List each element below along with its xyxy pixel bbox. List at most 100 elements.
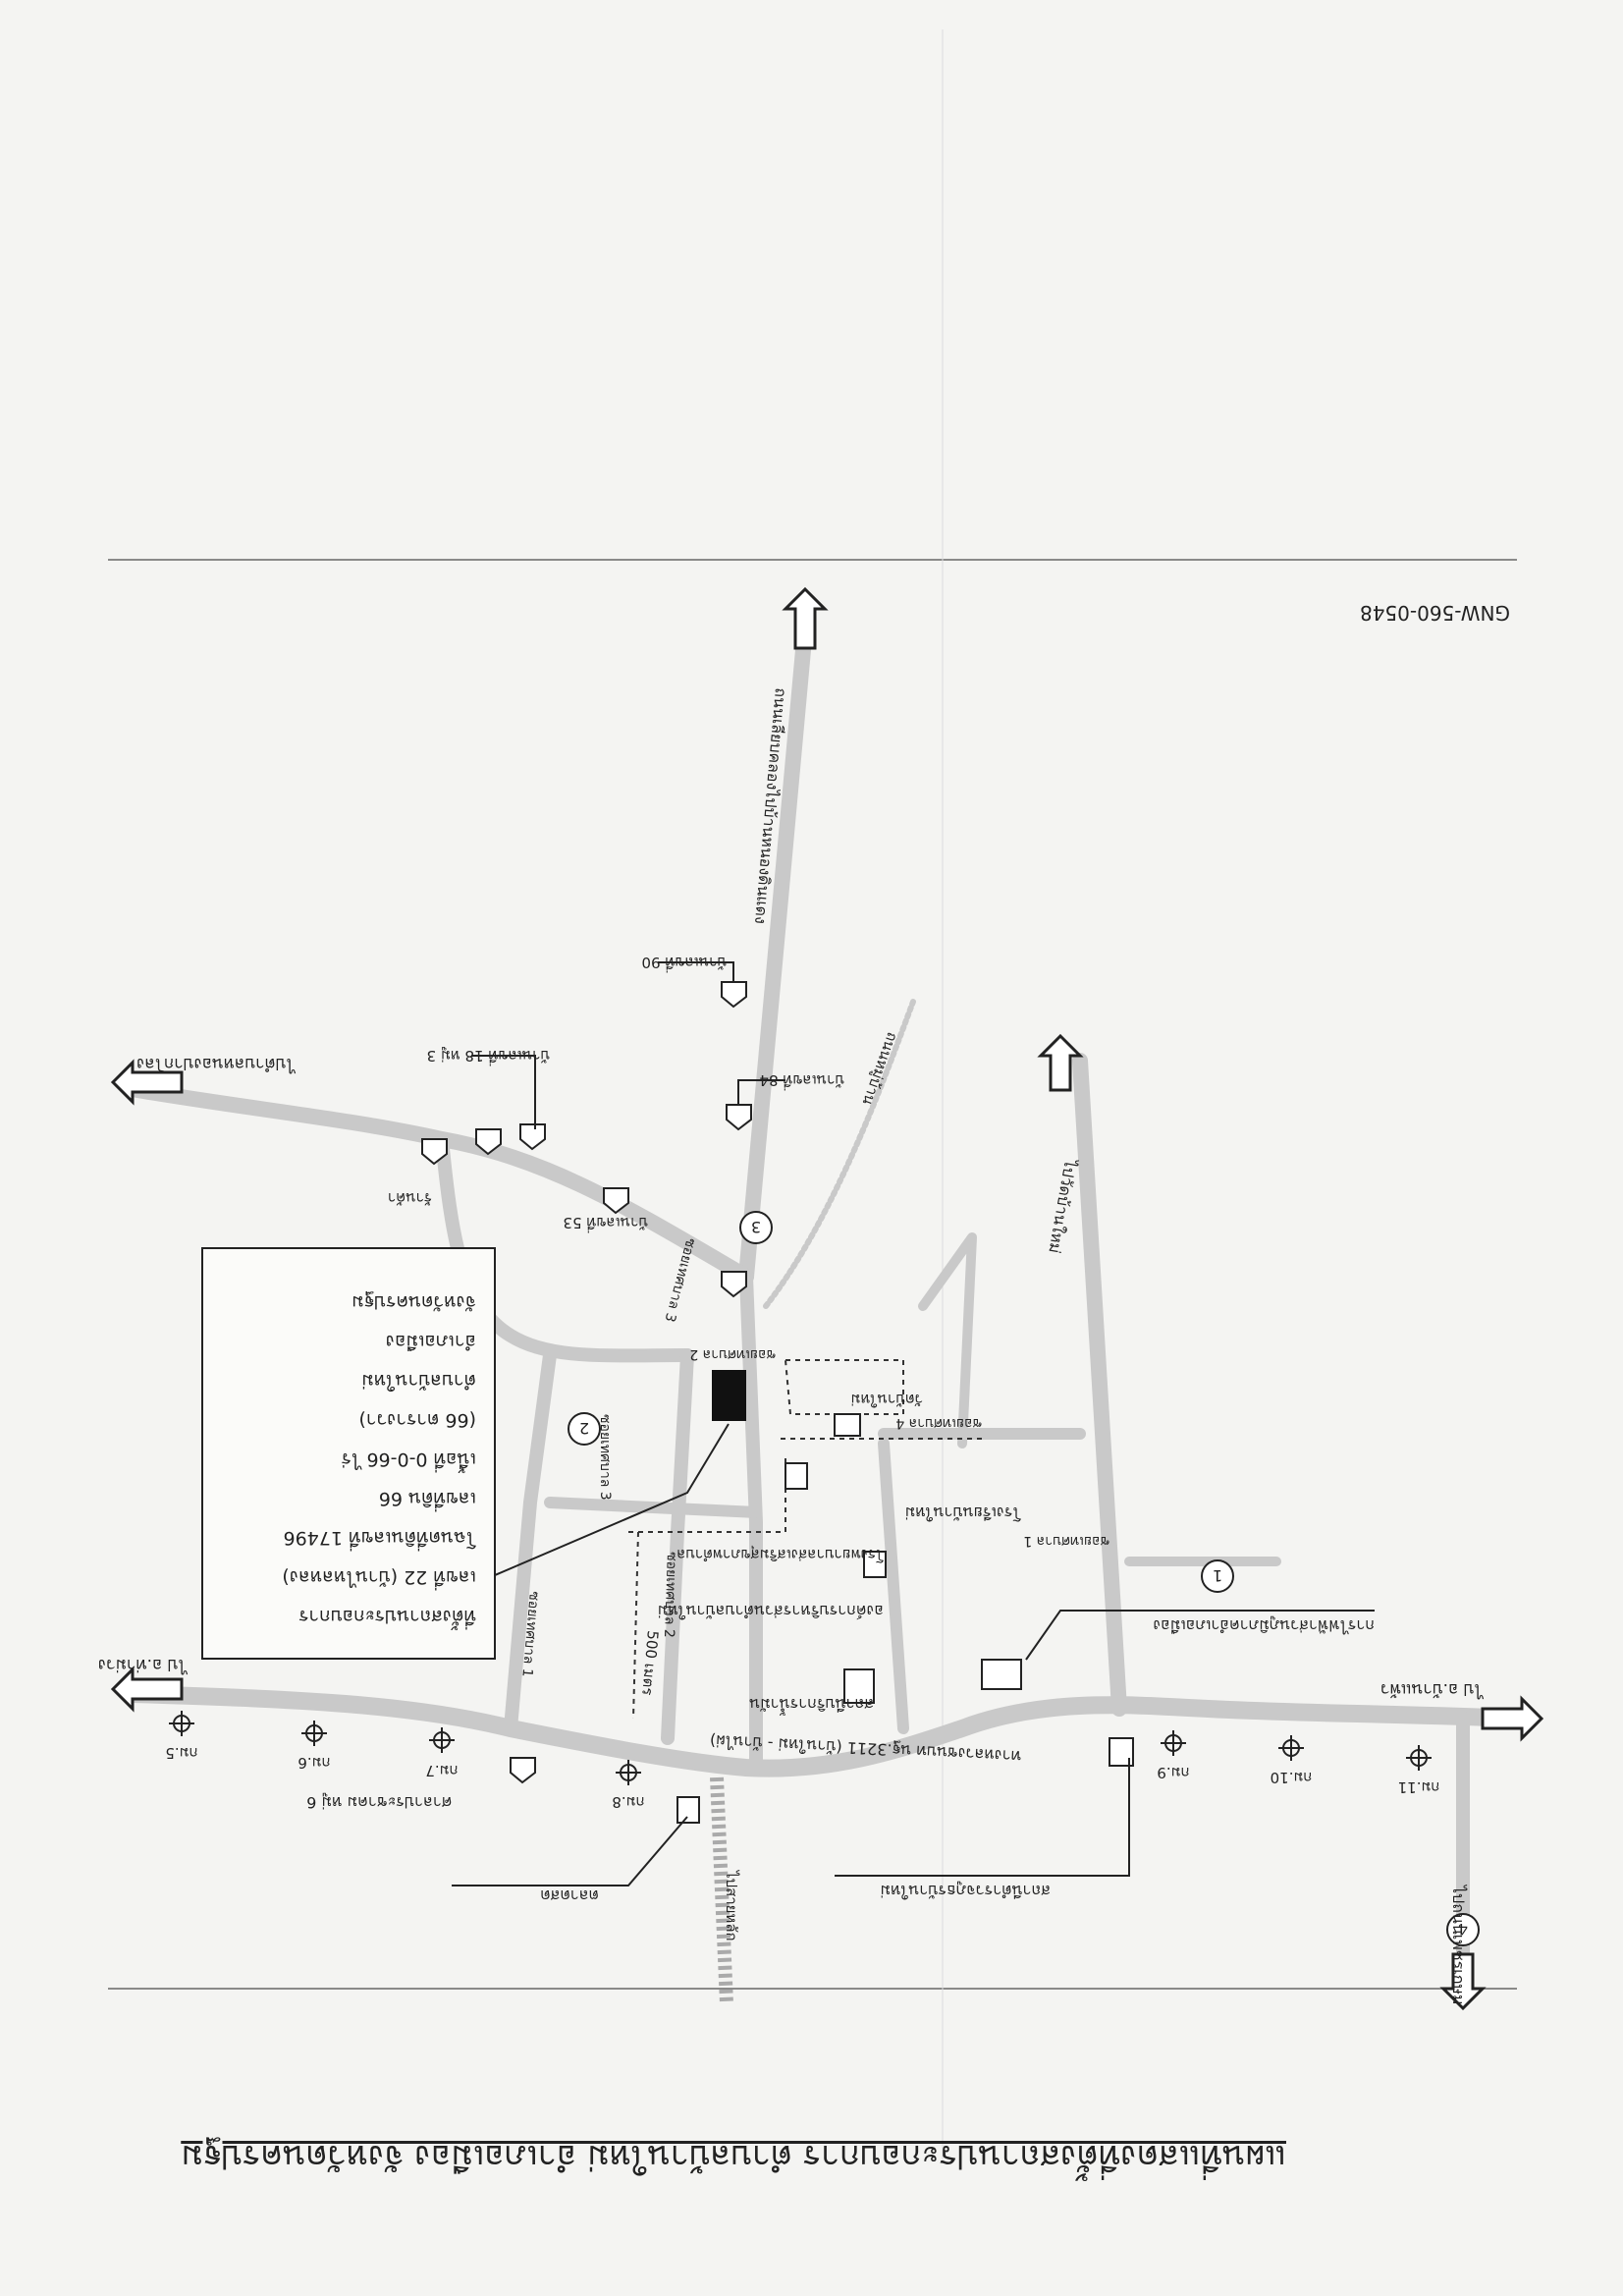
km-label-11: กม.11 <box>1398 1778 1440 1796</box>
house18-leader <box>471 1055 536 1129</box>
temple-icon <box>834 1413 861 1437</box>
legend-line-8: อำเภอเมือง <box>385 1331 476 1352</box>
arrow-west <box>110 1666 184 1713</box>
label-temple: วัดบ้านใหม่ <box>851 1391 923 1408</box>
km-marker-9 <box>1161 1730 1186 1756</box>
market-icon <box>676 1796 700 1824</box>
footpath <box>763 999 916 1309</box>
label-police: สถานีตำรวจภูธรบ้านใหม่ <box>880 1881 1051 1900</box>
label-to-east: ไป อ.บ้านแพ้ว <box>1380 1679 1485 1700</box>
label-alley-2: ซอยเทศบาล 2 <box>661 1552 679 1638</box>
site-leader-line <box>480 1423 730 1582</box>
label-shop: ร้านค้า <box>388 1189 432 1207</box>
site-legend-box: ที่ตั้งสถานประกอบการ เลขที่ 22 (บ้านไหลห… <box>201 1247 496 1660</box>
label-gas: สถานีบริการน้ำมัน <box>749 1695 874 1716</box>
bank-icon <box>475 1128 502 1156</box>
rail-line <box>710 1777 733 2004</box>
alley-1 <box>504 1348 557 1735</box>
label-house53: บ้านเลขที่ 53 <box>563 1214 648 1233</box>
house84-icon <box>726 1104 752 1131</box>
market-leader <box>452 1816 688 1886</box>
gas-icon <box>843 1668 875 1704</box>
main-road <box>124 1685 1526 1777</box>
house84-leader <box>737 1079 785 1105</box>
arrow-south <box>1439 1952 1487 2011</box>
legend-line-2: เลขที่ 22 (บ้านไหลหลง) <box>282 1566 476 1588</box>
label-village-road: ถนนหมู่บ้าน <box>859 1030 901 1108</box>
km-marker-7 <box>429 1727 455 1753</box>
legend-line-5: เนื้อที่ 0-0-66 ไร่ <box>341 1449 476 1470</box>
arrow-north <box>782 586 829 650</box>
legend-line-4: เลขที่ดิน 66 <box>378 1488 476 1509</box>
hospital-icon <box>784 1462 808 1490</box>
road-loop <box>435 1132 694 1363</box>
km-marker-6 <box>301 1721 327 1746</box>
label-to-southeast: ไปสายหลัก <box>723 1870 740 1941</box>
label-hospital: โรงพยาบาลส่งเสริมสุขภาพตำบล <box>676 1545 884 1563</box>
house18-icon <box>519 1123 546 1151</box>
pea-icon <box>981 1659 1022 1690</box>
km-marker-11 <box>1406 1745 1432 1771</box>
label-tambon-office: องค์การบริหารส่วนตำบลบ้านใหม่ <box>658 1602 884 1620</box>
site-marker <box>712 1370 746 1421</box>
arrow-north-west <box>110 1059 184 1106</box>
legend-line-7: ตำบลบ้านใหม่ <box>361 1370 476 1392</box>
document-code: GNW-560-0548 <box>1360 601 1510 625</box>
km-label-9: กม.9 <box>1157 1764 1189 1781</box>
km-label-6: กม.6 <box>298 1754 330 1772</box>
map-title: แผนที่แสดงที่ตั้งสถานประกอบการ ตำบลบ้านใ… <box>181 2137 1286 2176</box>
legend-line-1: ที่ตั้งสถานประกอบการ <box>298 1606 476 1627</box>
legend-line-6: (66 ตารางวา) <box>358 1409 476 1431</box>
label-pea: การไฟฟ้าส่วนภูมิภาคอำเภอเมือง <box>1153 1615 1375 1635</box>
house90-leader <box>658 961 734 982</box>
circle-number-1: 1 <box>1213 1566 1222 1585</box>
label-to-north-east: ไปวัดบ้านใหม่ <box>1045 1156 1080 1254</box>
school-icon <box>863 1551 887 1578</box>
distance-line <box>632 1531 639 1720</box>
circle-marker-4 <box>1446 1913 1480 1946</box>
legend-line-9: จังหวัดนครปฐม <box>352 1291 476 1313</box>
circle-number-2: 2 <box>579 1419 589 1438</box>
circle-marker-1 <box>1201 1559 1234 1593</box>
circle-marker-2 <box>568 1412 601 1446</box>
label-house90: บ้านเลขที่ 90 <box>641 954 727 973</box>
pea-leader <box>1025 1610 1375 1661</box>
label-hall: ศาลาประชาคม หมู่ 6 <box>306 1792 452 1812</box>
km-marker-8 <box>616 1760 641 1785</box>
circle-number-3: 3 <box>751 1218 761 1236</box>
label-to-north-west: ไปตำบลหนองปากโลง <box>136 1054 297 1074</box>
label-school: โรงเรียนบ้านใหม่ <box>905 1503 1021 1522</box>
label-house18: บ้านเลขที่ 18 หมู่ 3 <box>427 1047 550 1066</box>
route-outline-1 <box>784 1359 904 1415</box>
alley-5 <box>878 1438 909 1734</box>
alley-3 <box>739 1270 763 1775</box>
label-alley-1: ซอยเทศบาล 1 <box>518 1591 542 1678</box>
house90-icon <box>721 981 747 1009</box>
arrow-east <box>1481 1695 1544 1742</box>
label-market: ตลาดสด <box>540 1886 599 1905</box>
km-label-5: กม.5 <box>165 1744 197 1762</box>
road-north-east <box>1072 1053 1127 1717</box>
label-to-south: ไปถนนเพชรเกษม <box>1449 1884 1468 2004</box>
label-house84: บ้านเลขที่ 84 <box>759 1071 844 1091</box>
km-label-7: กม.7 <box>425 1762 458 1779</box>
label-scale: 500 เมตร <box>638 1630 662 1697</box>
km-label-8: กม.8 <box>612 1793 644 1811</box>
arrow-north-east <box>1037 1033 1084 1092</box>
label-site-road: ซอยเทศบาล 2 <box>689 1346 776 1362</box>
km-label-10: กม.10 <box>1271 1769 1313 1786</box>
label-alley-1b: ซอยเทศบาล 1 <box>1023 1533 1109 1549</box>
junction-icon <box>721 1271 747 1298</box>
alley-6 <box>918 1232 977 1449</box>
circle-number-4: 4 <box>1458 1920 1468 1939</box>
house53-icon <box>603 1187 629 1215</box>
circle-marker-3 <box>739 1211 773 1244</box>
label-alley-4: ซอยเทศบาล 4 <box>895 1415 982 1431</box>
label-to-west: ไป อ.ท่าม่วง <box>98 1655 189 1675</box>
km-marker-10 <box>1278 1735 1304 1761</box>
legend-line-3: โฉนดที่ดินเลขที่ 17496 <box>283 1527 476 1549</box>
shop-icon <box>421 1138 448 1166</box>
label-alley-3b: ซอยเทศบาล 3 <box>661 1236 698 1324</box>
